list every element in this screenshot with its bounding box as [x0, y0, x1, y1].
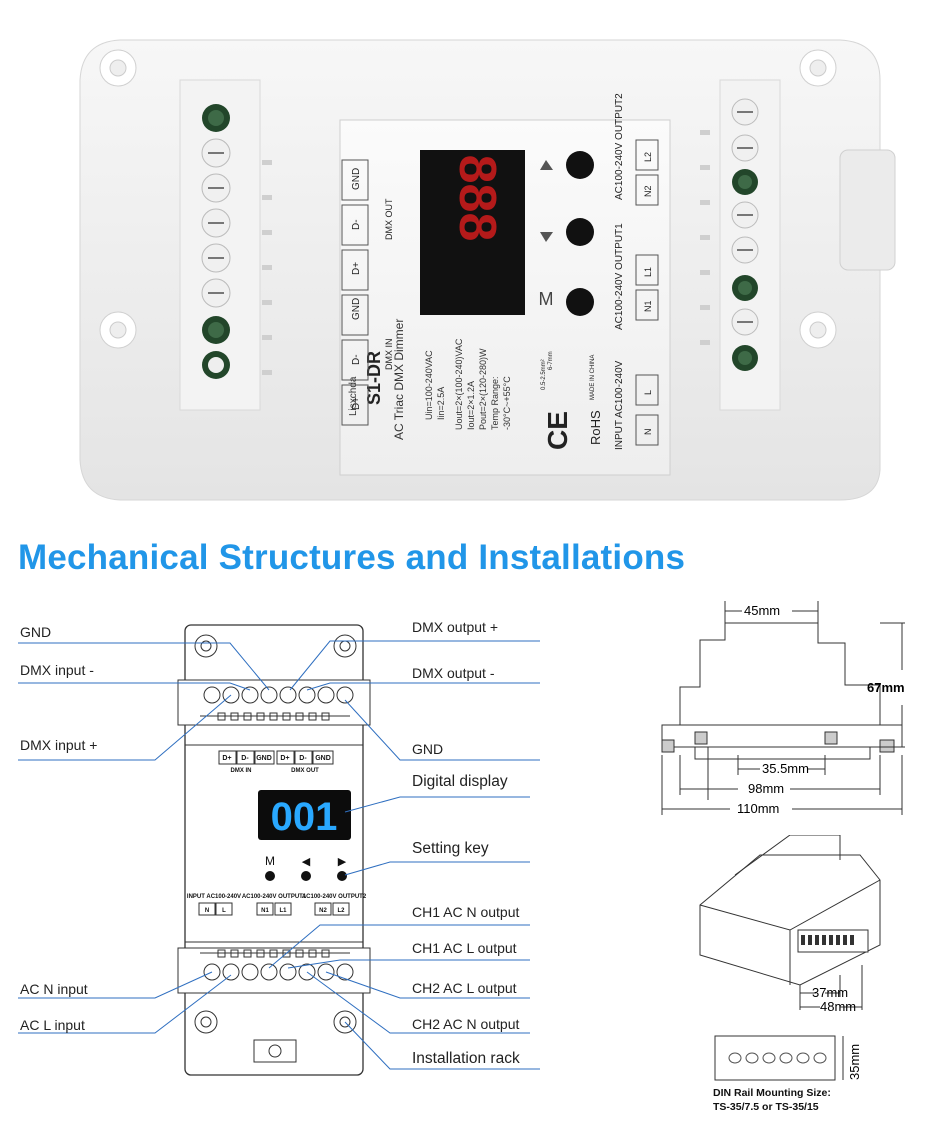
svg-text:Temp Range:: Temp Range:	[490, 376, 500, 430]
svg-text:AC100-240V OUTPUT1: AC100-240V OUTPUT1	[242, 894, 307, 900]
svg-text:RoHS: RoHS	[588, 410, 603, 445]
m-key	[265, 871, 275, 881]
svg-text:D-: D-	[351, 219, 362, 230]
din-note-line2: TS-35/7.5 or TS-35/15	[713, 1101, 819, 1113]
svg-text:GND: GND	[315, 755, 331, 762]
svg-text:35.5mm: 35.5mm	[762, 761, 809, 776]
photo-brand: Lisxchda	[348, 376, 359, 416]
digital-display	[258, 790, 351, 840]
callout-ch1-ac-l-output: CH1 AC L output	[412, 940, 517, 956]
left-terminal-screws	[201, 104, 231, 379]
svg-text:L2: L2	[337, 908, 345, 914]
svg-text:D-: D-	[241, 755, 249, 762]
svg-text:Iin=2.5A: Iin=2.5A	[436, 387, 446, 420]
svg-text:L: L	[222, 908, 226, 914]
svg-text:GND: GND	[351, 298, 362, 320]
din-note-line1: DIN Rail Mounting Size:	[713, 1087, 831, 1099]
svg-text:D-: D-	[351, 354, 362, 365]
svg-text:6-7mm: 6-7mm	[548, 351, 554, 370]
svg-text:▶: ▶	[338, 856, 347, 868]
svg-text:L: L	[643, 390, 653, 395]
right-key	[337, 871, 347, 881]
display-digits-photo: 888	[448, 155, 506, 242]
photo-model: S1-DR	[364, 351, 384, 405]
svg-text:D-: D-	[299, 755, 307, 762]
svg-text:MADE IN CHINA: MADE IN CHINA	[590, 355, 596, 400]
svg-text:AC100-240V OUTPUT2: AC100-240V OUTPUT2	[302, 894, 367, 900]
svg-text:N1: N1	[643, 300, 653, 312]
svg-text:INPUT AC100-240V: INPUT AC100-240V	[614, 360, 625, 450]
svg-text:110mm: 110mm	[737, 801, 779, 816]
callout-ch1-ac-n-output: CH1 AC N output	[412, 904, 520, 920]
svg-text:N2: N2	[643, 185, 653, 197]
svg-text:L2: L2	[643, 152, 653, 162]
svg-text:-30°C~+55°C: -30°C~+55°C	[502, 376, 512, 430]
svg-text:DMX OUT: DMX OUT	[384, 198, 394, 240]
dmx-in-label: DMX IN	[231, 768, 252, 774]
photo-subtitle: AC Triac DMX Dimmer	[392, 319, 406, 440]
svg-text:INPUT AC100-240V: INPUT AC100-240V	[187, 894, 241, 900]
callout-digital-display: Digital display	[412, 773, 508, 790]
svg-text:D+: D+	[351, 397, 362, 410]
svg-text:N: N	[205, 908, 209, 914]
callout-ch2-ac-l-output: CH2 AC L output	[412, 980, 517, 996]
svg-text:0.5-2.5mm²: 0.5-2.5mm²	[541, 359, 547, 390]
svg-text:D+: D+	[351, 262, 362, 275]
callout-dmx-input-minus: DMX input -	[20, 662, 94, 678]
svg-text:AC100-240V OUTPUT2: AC100-240V OUTPUT2	[614, 93, 625, 200]
svg-text:L1: L1	[279, 908, 287, 914]
svg-text:AC100-240V OUTPUT1: AC100-240V OUTPUT1	[614, 223, 625, 330]
svg-text:45mm: 45mm	[744, 603, 780, 618]
photo-terminal-labels	[341, 159, 369, 426]
callout-installation-rack: Installation rack	[412, 1050, 520, 1067]
svg-text:Uout=2×(100-240)VAC: Uout=2×(100-240)VAC	[454, 338, 464, 430]
section-title: Mechanical Structures and Installations	[18, 538, 686, 577]
callout-dmx-output-minus: DMX output -	[412, 665, 495, 681]
callout-setting-key: Setting key	[412, 840, 489, 857]
dmx-out-label: DMX OUT	[291, 768, 319, 774]
photo-ce-mark: CE	[542, 411, 573, 450]
svg-text:67mm: 67mm	[867, 680, 905, 695]
svg-text:N: N	[643, 429, 653, 436]
isometric-view: 37mm 48mm	[699, 835, 881, 1014]
svg-text:◀: ◀	[302, 856, 311, 868]
display-value: 001	[271, 795, 338, 839]
callout-gnd-in: GND	[20, 624, 52, 640]
callout-dmx-input-plus: DMX input +	[20, 737, 98, 753]
svg-text:DMX IN: DMX IN	[384, 339, 394, 371]
svg-text:N1: N1	[261, 908, 269, 914]
svg-text:D+: D+	[280, 755, 289, 762]
svg-text:48mm: 48mm	[820, 999, 856, 1014]
svg-text:GND: GND	[351, 168, 362, 190]
callout-ac-n-input: AC N input	[20, 981, 88, 997]
front-view-diagram: D+ D- GND D+ D- GND DMX IN DMX OUT 001 M…	[18, 624, 540, 1076]
callout-ac-l-input: AC L input	[20, 1017, 85, 1033]
right-terminal-screws	[731, 98, 759, 371]
din-rail-diagram: 35mm	[714, 1035, 862, 1081]
svg-text:L1: L1	[643, 267, 653, 277]
side-view-diagram: 45mm 67mm 35.5mm 98mm 110mm	[661, 601, 905, 816]
svg-text:Uin=100-240VAC: Uin=100-240VAC	[424, 350, 434, 420]
callout-ch2-ac-n-output: CH2 AC N output	[412, 1016, 520, 1032]
svg-text:GND: GND	[256, 755, 272, 762]
callout-dmx-output-plus: DMX output +	[412, 619, 498, 635]
photo-m-key: M	[539, 289, 554, 309]
callout-gnd-out: GND	[412, 741, 444, 757]
svg-text:D+: D+	[222, 755, 231, 762]
svg-text:98mm: 98mm	[748, 781, 784, 796]
svg-text:Iout=2×1.2A: Iout=2×1.2A	[466, 381, 476, 430]
svg-text:M: M	[265, 854, 275, 868]
svg-text:37mm: 37mm	[812, 985, 848, 1000]
left-key	[301, 871, 311, 881]
svg-text:35mm: 35mm	[847, 1044, 862, 1080]
svg-text:N2: N2	[319, 908, 327, 914]
svg-text:Pout=2×(120-280)W: Pout=2×(120-280)W	[478, 348, 488, 430]
product-photo: 888 M S1-DR AC Triac DMX Dimmer Lisxchda…	[79, 39, 896, 501]
